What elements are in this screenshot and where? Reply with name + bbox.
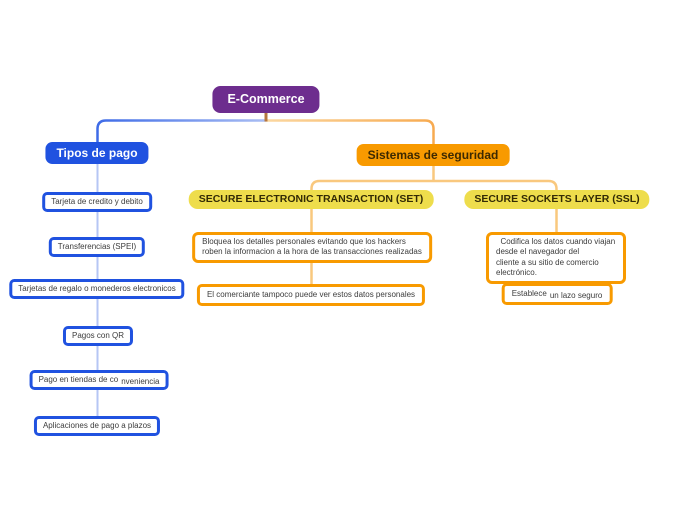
node-label: Pago en tiendas de co	[38, 375, 119, 384]
node-transferencias-spei[interactable]: Transferencias (SPEI)	[48, 237, 146, 257]
node-tipos-de-pago[interactable]: Tipos de pago	[45, 142, 149, 165]
node-label: Establece	[511, 289, 547, 298]
node-tarjeta-credito-debito[interactable]: Tarjeta de credito y debito	[42, 192, 152, 212]
node-e-commerce[interactable]: E-Commerce	[212, 86, 320, 113]
node-aplicaciones-pago-plazos[interactable]: Aplicaciones de pago a plazos	[33, 416, 161, 436]
node-pagos-con-qr[interactable]: Pagos con QR	[62, 326, 134, 346]
node-label-sub: nveniencia	[121, 377, 160, 386]
node-label-sub: un lazo seguro	[549, 291, 603, 300]
node-ssl-title[interactable]: SECURE SOCKETS LAYER (SSL)	[464, 190, 650, 209]
node-tarjetas-regalo-monederos[interactable]: Tarjetas de regalo o monederos electroni…	[9, 279, 185, 299]
node-set-note[interactable]: El comerciante tampoco puede ver estos d…	[196, 284, 426, 306]
edge-root-tipos-de-pago	[96, 119, 266, 143]
edge-root-sistemas-seguridad	[266, 119, 435, 146]
node-ssl-description[interactable]: Codifica los datos cuando viajan desde e…	[486, 232, 626, 284]
node-set-title[interactable]: SECURE ELECTRONIC TRANSACTION (SET)	[188, 190, 434, 209]
node-sistemas-seguridad[interactable]: Sistemas de seguridad	[356, 144, 510, 167]
edge-set-ssl-split	[310, 179, 558, 285]
node-set-description[interactable]: Bloquea los detalles personales evitando…	[192, 232, 432, 263]
